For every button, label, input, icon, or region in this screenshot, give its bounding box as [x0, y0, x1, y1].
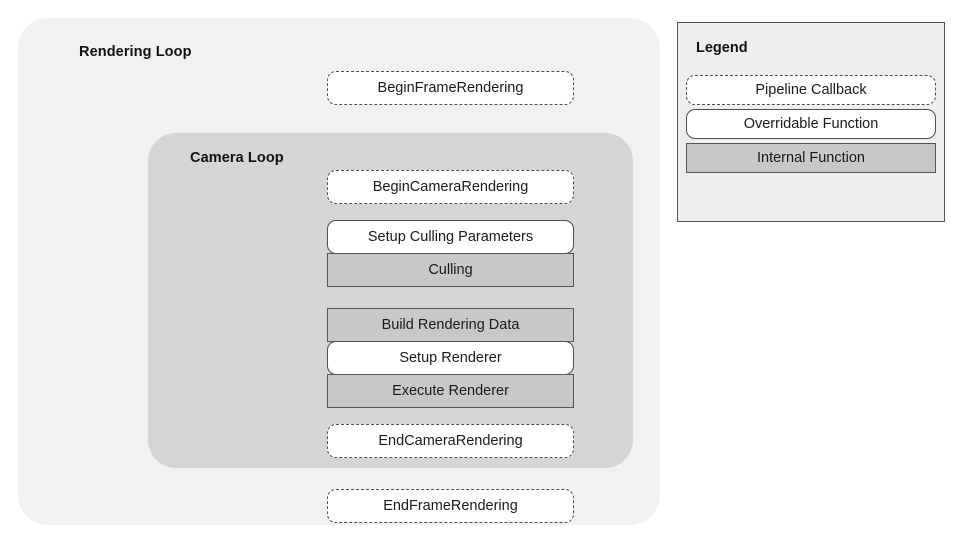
rendering-loop-title: Rendering Loop — [79, 44, 192, 60]
step-setup-culling-parameters[interactable]: Setup Culling Parameters — [327, 220, 574, 254]
step-culling[interactable]: Culling — [327, 253, 574, 287]
legend-title: Legend — [696, 40, 748, 56]
step-begin-frame-rendering[interactable]: BeginFrameRendering — [327, 71, 574, 105]
camera-loop-container: Camera Loop BeginCameraRendering Setup C… — [148, 133, 633, 468]
rendering-loop-container: Rendering Loop BeginFrameRendering Camer… — [18, 18, 660, 525]
legend-item-pipeline-callback: Pipeline Callback — [686, 75, 936, 105]
step-setup-renderer[interactable]: Setup Renderer — [327, 341, 574, 375]
step-end-frame-rendering[interactable]: EndFrameRendering — [327, 489, 574, 523]
legend-panel: Legend Pipeline Callback Overridable Fun… — [677, 22, 945, 222]
step-begin-camera-rendering[interactable]: BeginCameraRendering — [327, 170, 574, 204]
legend-item-overridable-function: Overridable Function — [686, 109, 936, 139]
step-build-rendering-data[interactable]: Build Rendering Data — [327, 308, 574, 342]
legend-item-internal-function: Internal Function — [686, 143, 936, 173]
step-execute-renderer[interactable]: Execute Renderer — [327, 374, 574, 408]
step-end-camera-rendering[interactable]: EndCameraRendering — [327, 424, 574, 458]
camera-loop-title: Camera Loop — [190, 150, 284, 166]
